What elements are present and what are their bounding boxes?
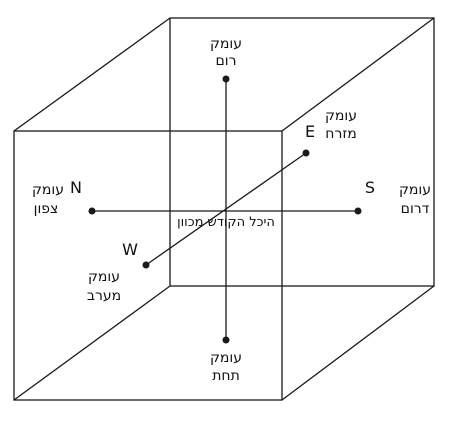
label-south-letter: S	[365, 178, 375, 197]
label-east-line2: מזרח	[325, 126, 356, 142]
label-west-line2: מערב	[87, 288, 121, 304]
cube-front-face	[13, 130, 283, 401]
cube-edge-bottom-left	[13, 285, 171, 401]
endpoint-down	[222, 336, 230, 344]
cube-edge-top-left	[13, 17, 171, 132]
label-east-line1: עומק	[325, 108, 357, 124]
label-up-line1: עומק	[210, 36, 242, 52]
label-south-line2: דרום	[401, 201, 430, 217]
label-down-line2: תחת	[212, 368, 240, 384]
endpoint-up	[222, 75, 230, 83]
endpoint-south	[354, 207, 362, 215]
cube-frame	[13, 17, 435, 401]
label-up-line2: רום	[215, 53, 236, 69]
endpoint-north	[88, 207, 96, 215]
axis-east-west	[145, 152, 307, 266]
endpoint-west	[142, 261, 150, 269]
endpoint-east	[302, 149, 310, 157]
label-west-line1: עומק	[88, 269, 120, 285]
label-north-letter: N	[70, 178, 82, 197]
label-down-line1: עומק	[210, 350, 242, 366]
label-west-letter: W	[122, 240, 138, 259]
cube-edge-bottom-right	[281, 285, 435, 401]
label-north-line1: עומק	[32, 182, 64, 198]
label-east-letter: E	[305, 122, 315, 141]
label-south-line1: עומק	[399, 182, 431, 198]
center-label: היכל הקודש מכוון	[177, 215, 275, 230]
cube-back-face	[169, 17, 435, 287]
axis-endpoints	[88, 75, 362, 344]
cube-edge-top-right	[281, 17, 435, 132]
label-north-line2: צפון	[34, 201, 59, 217]
axes	[92, 79, 358, 340]
